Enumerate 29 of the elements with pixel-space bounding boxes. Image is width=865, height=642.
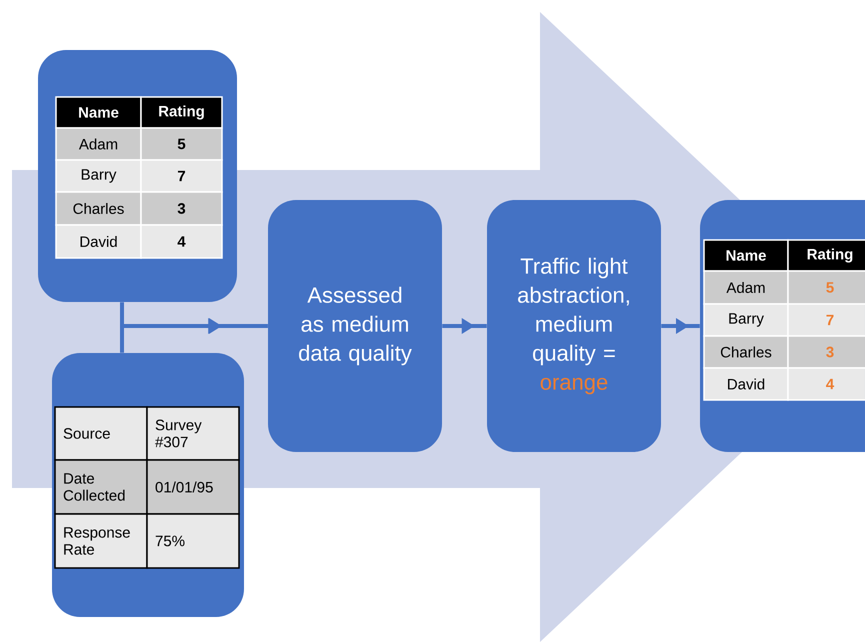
table-cell: Response Rate (54, 513, 148, 569)
arrow (120, 318, 268, 353)
table-cell: 75% (146, 513, 240, 569)
table-cell: David (55, 224, 142, 259)
table-cell: Charles (703, 335, 789, 369)
table-cell: 5 (140, 127, 223, 161)
table-cell: Adam (703, 270, 789, 305)
table-cell: 01/01/95 (146, 459, 240, 515)
table-cell: 3 (787, 335, 865, 369)
table-cell: Date Collected (54, 459, 148, 515)
table-header-cell: Name (55, 96, 142, 129)
table-cell: 7 (787, 303, 865, 337)
table-header-cell: Rating (140, 96, 223, 129)
table-cell: 7 (140, 159, 223, 193)
table-cell: David (703, 367, 789, 401)
table-cell: Charles (55, 191, 142, 226)
table-header-cell: Name (703, 239, 789, 272)
table-header-cell: Rating (787, 239, 865, 272)
table-cell: Barry (703, 303, 789, 337)
text: Traffic light abstraction, medium quality = orange (518, 258, 629, 394)
table-cell: Survey #307 (146, 406, 240, 461)
text: Assessed as medium data quality (299, 286, 412, 366)
table-cell: Adam (55, 127, 142, 161)
table-cell: 5 (787, 270, 865, 305)
table-cell: 4 (787, 367, 865, 401)
table-cell: 3 (140, 191, 223, 226)
table-cell: Source (54, 406, 148, 461)
table-cell: Barry (55, 159, 142, 193)
table-cell: 4 (140, 224, 223, 259)
